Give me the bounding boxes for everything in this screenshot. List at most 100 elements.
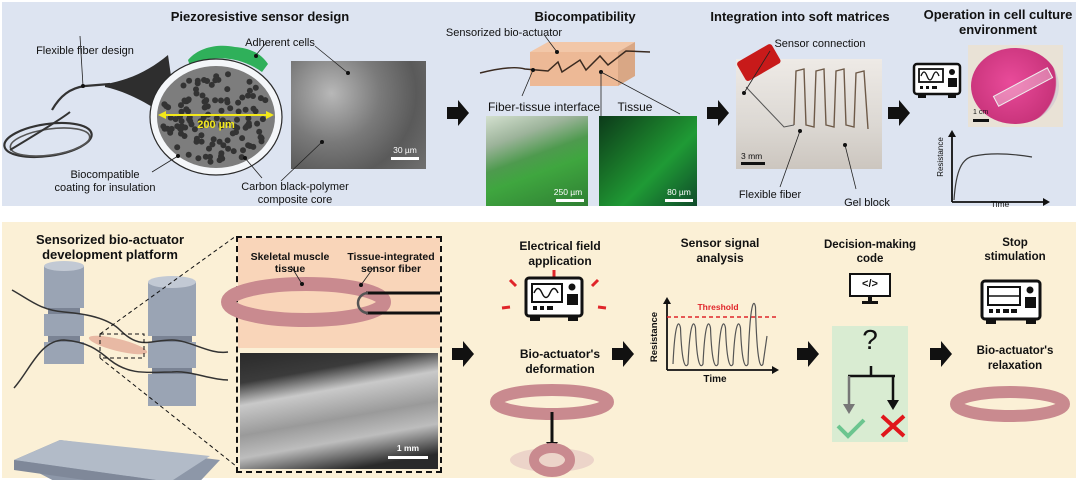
integration-title: Integration into soft matrices <box>710 9 890 24</box>
culture-dish <box>971 48 1059 124</box>
operation-title-line2: environment <box>958 22 1037 37</box>
threshold-label: Threshold <box>697 302 739 312</box>
carbon-particle <box>206 145 212 152</box>
sensor-connection-label: Sensor connection <box>774 38 866 50</box>
coating-label: Biocompatible coating for insulation <box>45 169 165 195</box>
carbon-particle <box>229 130 236 137</box>
signal-title-line2: analysis <box>696 251 744 265</box>
carbon-particle <box>198 138 205 145</box>
integration-scale-bar <box>741 162 765 165</box>
carbon-particle <box>252 84 259 91</box>
integration-scale-label: 3 mm <box>741 151 763 161</box>
sensor-design-title: Piezoresistive sensor design <box>170 9 350 24</box>
biocompatibility-title: Biocompatibility <box>534 9 636 24</box>
relaxation-label-line2: relaxation <box>987 360 1043 372</box>
electrical-title: Electrical field application <box>500 239 620 269</box>
carbon-particle <box>212 97 219 104</box>
carbon-particle <box>225 71 231 78</box>
flexible-fiber-label: Flexible fiber design <box>36 45 134 57</box>
flow-arrow-icon <box>888 100 910 126</box>
carbon-particle <box>235 99 242 106</box>
carbon-particle <box>239 135 246 142</box>
inset-scale-label: 1 mm <box>396 443 420 453</box>
carbon-particle <box>225 120 232 126</box>
carbon-particle <box>178 102 184 109</box>
carbon-particle <box>185 97 192 104</box>
deformation-label: Bio-actuator's deformation <box>495 347 625 377</box>
carbon-particle <box>250 105 257 112</box>
carbon-particle <box>242 106 249 113</box>
carbon-particle <box>180 82 187 89</box>
decision-title-line1: Decision-making <box>823 239 917 251</box>
bio-actuator-label: Sensorized bio-actuator <box>445 27 563 39</box>
inset-scale-bar <box>388 456 428 459</box>
gel-block-label: Gel block <box>844 197 890 209</box>
flow-arrow-icon <box>930 341 952 367</box>
deforming-tissue-ring-illustration <box>490 384 614 477</box>
carbon-particle <box>230 148 237 155</box>
signal-ylabel: Resistance <box>649 311 660 363</box>
carbon-particle <box>178 108 185 115</box>
carbon-particle <box>195 155 202 162</box>
decision-title-line2: code <box>856 253 884 265</box>
dish-scale-bar <box>973 119 989 122</box>
culture-dish-photo: 1 cm <box>968 45 1063 127</box>
platform-title-line1: Sensorized bio-actuator <box>35 232 185 247</box>
carbon-particle <box>257 95 264 102</box>
sensor-fiber-label-line2: sensor fiber <box>360 263 422 275</box>
skeletal-muscle-label-line1: Skeletal muscle <box>250 251 330 263</box>
monitor-stand-icon <box>862 296 878 304</box>
signal-analysis-chart <box>663 297 779 374</box>
carbon-particle <box>208 81 215 88</box>
tissue-scale-label: 80 µm <box>667 187 691 197</box>
sensor-fiber-label-line1: Tissue-integrated <box>347 251 435 263</box>
carbon-particle <box>250 93 256 99</box>
diameter-label: 200 µm <box>197 119 235 131</box>
carbon-particle <box>207 153 213 160</box>
operation-title: Operation in cell culture environment <box>918 7 1078 37</box>
tissue-ring-illustration <box>221 265 440 327</box>
coating-label-line1: Biocompatible <box>70 169 140 181</box>
signal-analysis-title: Sensor signal analysis <box>665 236 775 266</box>
carbon-particle <box>213 73 220 80</box>
carbon-particle <box>161 101 168 108</box>
carbon-particle <box>257 134 264 141</box>
electrical-title-line1: Electrical field <box>519 239 601 253</box>
carbon-particle <box>245 142 252 149</box>
code-glyph: </> <box>862 278 878 290</box>
carbon-particle <box>245 92 251 99</box>
coating-label-line2: coating for insulation <box>54 182 156 194</box>
carbon-particle <box>245 115 252 122</box>
carbon-particle <box>210 136 217 143</box>
interface-scale-bar <box>556 199 584 202</box>
carbon-particle <box>182 124 189 131</box>
carbon-particle <box>224 97 230 103</box>
carbon-particle <box>201 104 208 111</box>
carbon-particle <box>198 132 205 139</box>
dish-scale-label: 1 cm <box>973 109 989 116</box>
carbon-particle <box>225 145 232 152</box>
code-monitor-icon: </> <box>849 273 891 297</box>
carbon-particle <box>193 90 200 97</box>
carbon-particle <box>194 77 201 84</box>
signal-generator-off-icon <box>980 279 1042 324</box>
cross-icon <box>880 414 906 438</box>
carbon-particle <box>259 116 266 123</box>
deformation-label-line1: Bio-actuator's <box>519 347 601 361</box>
relaxation-label: Bio-actuator's relaxation <box>955 344 1075 374</box>
flow-arrow-icon <box>707 100 729 126</box>
flow-arrow-icon <box>452 341 474 367</box>
carbon-particle <box>174 123 181 130</box>
carbon-particle <box>235 108 242 115</box>
carbon-particle <box>239 94 246 101</box>
electrical-title-line2: application <box>528 254 592 268</box>
carbon-particle <box>219 117 226 124</box>
sem-scale-label: 30 µm <box>393 145 417 155</box>
flow-arrow-icon <box>797 341 819 367</box>
carbon-particle <box>245 120 252 127</box>
platform-title: Sensorized bio-actuator development plat… <box>25 232 195 262</box>
core-label-line1: Carbon black-polymer <box>241 181 349 193</box>
skeletal-muscle-label-line2: tissue <box>274 263 306 275</box>
signal-generator-icon <box>912 62 962 98</box>
carbon-particle <box>246 87 253 94</box>
